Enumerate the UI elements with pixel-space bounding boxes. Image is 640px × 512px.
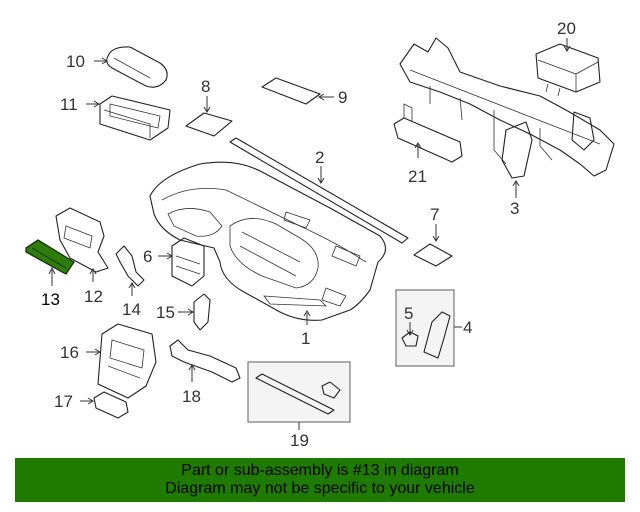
part-17-switch[interactable] <box>93 391 129 419</box>
leader-12 <box>89 268 97 282</box>
part-13-highlighted[interactable] <box>25 239 75 275</box>
leader-18 <box>188 364 196 382</box>
leader-2 <box>317 166 325 184</box>
callout-6: 6 <box>143 247 152 266</box>
callout-17: 17 <box>54 392 73 411</box>
callout-18: 18 <box>182 387 201 406</box>
part-1-instrument-panel[interactable] <box>149 161 387 321</box>
leader-3 <box>512 180 520 198</box>
part-19-strip[interactable] <box>255 373 341 415</box>
part-8-pad[interactable] <box>185 112 233 137</box>
callout-2: 2 <box>315 148 324 167</box>
leader-17 <box>80 397 94 405</box>
part-14-bracket[interactable] <box>115 245 145 287</box>
leader-8 <box>203 96 211 113</box>
callout-20: 20 <box>557 19 576 38</box>
leader-11 <box>86 100 100 108</box>
callout-8: 8 <box>201 77 210 96</box>
callout-9: 9 <box>338 88 347 107</box>
leader-13 <box>48 266 56 286</box>
callout-12: 12 <box>84 287 103 306</box>
callout-3: 3 <box>510 199 519 218</box>
part-6-vent[interactable] <box>171 237 205 287</box>
part-15-clip[interactable] <box>193 293 211 331</box>
callout-19: 19 <box>290 431 309 450</box>
leader-15 <box>178 308 194 316</box>
part-2-strip[interactable] <box>229 137 409 244</box>
leader-1 <box>303 310 311 325</box>
leader-7 <box>432 224 440 242</box>
part-7-pad[interactable] <box>413 243 453 267</box>
callout-11: 11 <box>60 95 78 114</box>
info-banner: Part or sub-assembly is #13 in diagram D… <box>15 458 625 502</box>
leader-9 <box>318 93 334 101</box>
callout-21: 21 <box>408 167 427 186</box>
callout-13: 13 <box>41 290 60 309</box>
part-18-bracket[interactable] <box>169 339 241 383</box>
callout-5: 5 <box>404 304 413 323</box>
callout-1: 1 <box>301 329 310 348</box>
part-9-pad[interactable] <box>261 77 321 105</box>
part-10-lid[interactable] <box>106 46 168 88</box>
part-12-panel[interactable] <box>55 207 109 273</box>
callout-4: 4 <box>463 318 472 337</box>
leader-16 <box>86 348 101 356</box>
part-3-beam[interactable] <box>399 37 615 179</box>
part-16-panel[interactable] <box>97 323 157 399</box>
callout-16: 16 <box>60 343 79 362</box>
leader-10 <box>94 57 108 65</box>
leader-21 <box>414 142 422 158</box>
leader-20 <box>563 38 571 52</box>
callout-10: 10 <box>66 52 85 71</box>
part-4-trim[interactable] <box>423 311 451 359</box>
banner-line-part-info: Part or sub-assembly is #13 in diagram <box>181 462 459 479</box>
part-21-bracket[interactable] <box>393 103 463 163</box>
group-box-4-5 <box>395 289 455 367</box>
leader-5 <box>406 322 414 336</box>
part-20-module[interactable] <box>535 43 601 97</box>
callout-15: 15 <box>156 303 175 322</box>
banner-line-disclaimer: Diagram may not be specific to your vehi… <box>165 480 475 497</box>
part-11-tray[interactable] <box>99 95 171 141</box>
callout-14: 14 <box>122 300 141 319</box>
callout-7: 7 <box>430 205 439 224</box>
leader-14 <box>128 282 136 296</box>
leader-6 <box>158 252 173 260</box>
